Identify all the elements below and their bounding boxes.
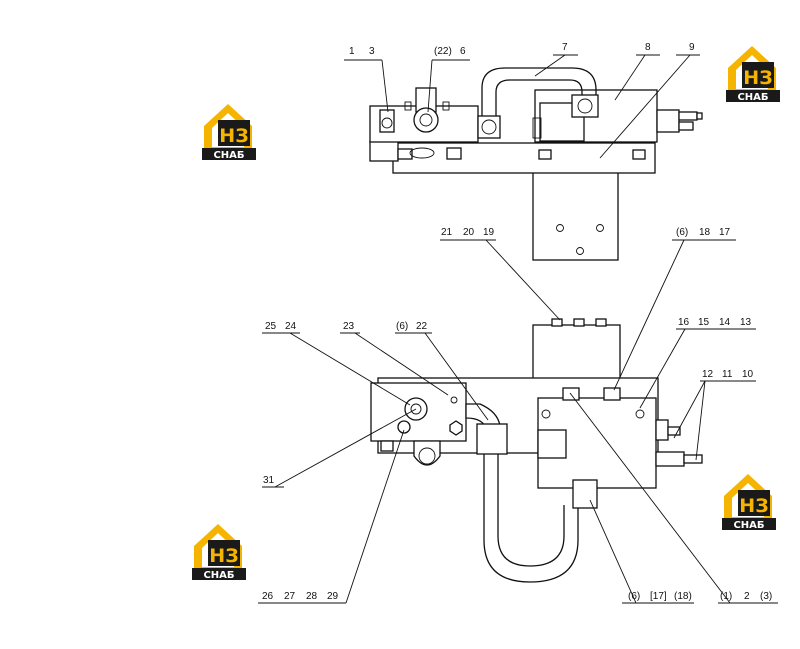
- callout-label: [17]: [650, 591, 667, 602]
- logo-watermark-left: НЗ СНАБ: [202, 104, 256, 161]
- logo-caption: СНАБ: [733, 520, 764, 531]
- top-view: [369, 67, 703, 261]
- logo-caption: СНАБ: [203, 570, 234, 581]
- top-view-callouts: 1 3 (22) 6 7 8 9: [349, 42, 695, 57]
- logo-caption: СНАБ: [737, 92, 768, 103]
- callout-label: 19: [483, 227, 495, 238]
- callout-label: 15: [698, 317, 710, 328]
- callout-label: 9: [689, 42, 695, 53]
- callout-label: 31: [263, 475, 275, 486]
- callout-label: (6): [676, 227, 688, 238]
- callout-label: 20: [463, 227, 475, 238]
- callout-label: 17: [719, 227, 731, 238]
- logo-watermark-bottom-left: НЗ СНАБ: [192, 524, 246, 581]
- top-view-leaders: [344, 54, 700, 159]
- callout-label: 3: [369, 46, 375, 57]
- callout-label: 25: [265, 321, 277, 332]
- logo-mark: НЗ: [739, 495, 768, 517]
- logo-watermark-mid-right: НЗ СНАБ: [722, 474, 776, 531]
- callout-label: 8: [645, 42, 651, 53]
- callout-label: 21: [441, 227, 453, 238]
- logo-mark: НЗ: [219, 125, 248, 147]
- callout-label: 12: [702, 369, 714, 380]
- callout-label: 29: [327, 591, 339, 602]
- callout-label: (6): [396, 321, 408, 332]
- bracket-bar: [392, 142, 656, 174]
- callout-label: 6: [460, 46, 466, 57]
- callout-label: (3): [760, 591, 772, 602]
- callout-label: 28: [306, 591, 318, 602]
- callout-label: 13: [740, 317, 752, 328]
- callout-label: 16: [678, 317, 690, 328]
- callout-label: 14: [719, 317, 731, 328]
- front-view: [370, 318, 703, 583]
- callout-label: (22): [434, 46, 452, 57]
- mounting-plate: [532, 169, 619, 261]
- callout-label: 22: [416, 321, 428, 332]
- callout-label: 23: [343, 321, 355, 332]
- callout-label: 18: [699, 227, 711, 238]
- callout-label: 2: [744, 591, 750, 602]
- logo-mark: НЗ: [743, 67, 772, 89]
- logo-caption: СНАБ: [213, 150, 244, 161]
- callout-label: 27: [284, 591, 296, 602]
- logo-mark: НЗ: [209, 545, 238, 567]
- callout-label: (6): [628, 591, 640, 602]
- front-view-leaders: [258, 239, 778, 604]
- callout-label: (18): [674, 591, 692, 602]
- callout-label: 11: [722, 369, 733, 380]
- callout-label: 26: [262, 591, 274, 602]
- logo-watermark-top-right: НЗ СНАБ: [726, 46, 780, 103]
- callout-label: 24: [285, 321, 297, 332]
- callout-label: 10: [742, 369, 754, 380]
- callout-label: 1: [349, 46, 355, 57]
- front-view-callouts: 21 20 19 (6) 18 17 25 24 23 (6) 22 16 15…: [262, 227, 772, 602]
- callout-label: 7: [562, 42, 568, 53]
- callout-label: (1): [720, 591, 732, 602]
